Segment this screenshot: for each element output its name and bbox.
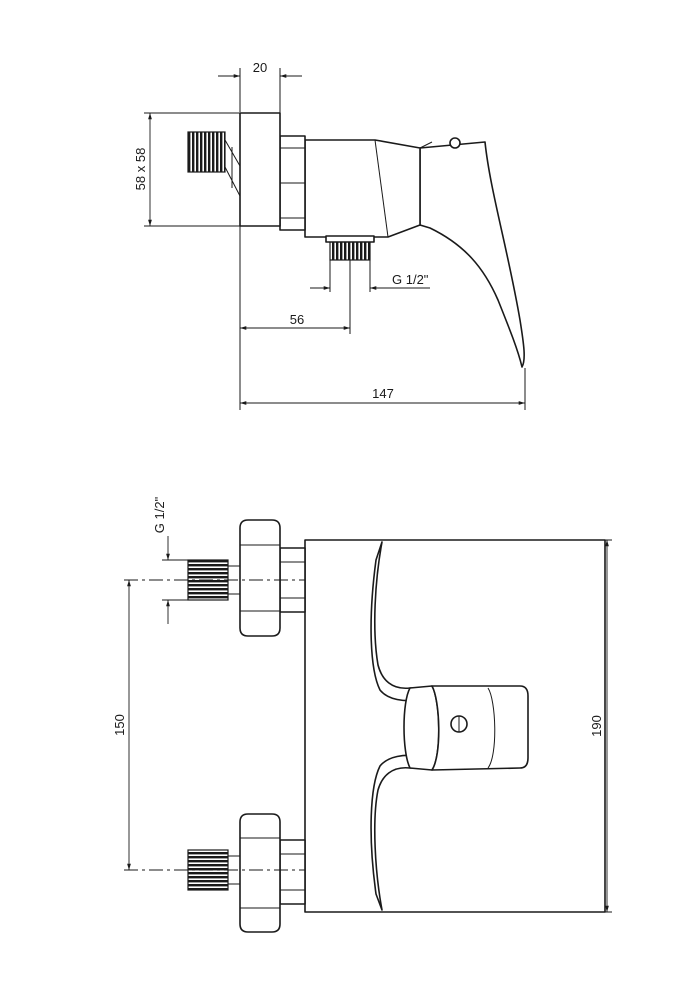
side-body: [304, 139, 421, 238]
dim-spacing: 150: [112, 714, 127, 736]
side-view: 20 58 x 58 G 1/2" 56 147: [133, 60, 526, 410]
front-upper-wall-plate: [239, 519, 281, 637]
side-wall-plate: [239, 112, 281, 227]
dim-thread-front: G 1/2": [152, 496, 167, 533]
dim-thread-top: G 1/2": [392, 272, 429, 287]
side-handle-pin: [449, 137, 461, 149]
dim-height: 190: [589, 715, 604, 737]
front-lower-wall-plate: [239, 813, 281, 933]
dim-top-width: 20: [253, 60, 267, 75]
side-thread-connector: [187, 131, 226, 173]
dim-depth: 147: [372, 386, 394, 401]
front-lower-nut: [279, 839, 306, 905]
dim-offset: 56: [290, 312, 304, 327]
dim-plate: 58 x 58: [133, 148, 148, 191]
front-cartridge-cover: [431, 685, 529, 771]
side-handle-lever: [419, 141, 525, 368]
front-view: G 1/2" 150 190: [112, 496, 612, 933]
front-handle-hub: [403, 685, 440, 771]
